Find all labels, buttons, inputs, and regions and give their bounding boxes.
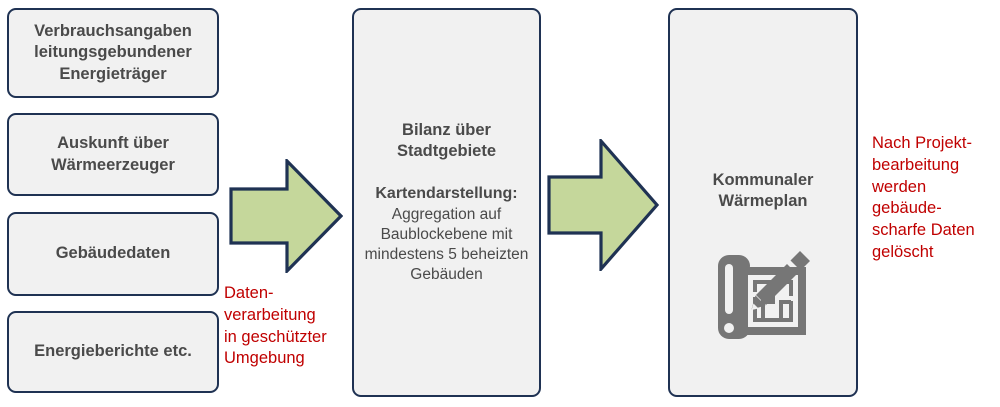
input-box-energieberichte[interactable]: Energieberichte etc. [7, 311, 219, 393]
output-box-title: Kommunaler Wärmeplan [678, 170, 848, 213]
output-title-line-1: Kommunaler [712, 171, 814, 189]
note-loeschung: Nach Projekt- bearbeitung werden gebäude… [872, 133, 975, 264]
arrow-2-shape [547, 136, 660, 274]
process-box-title: Bilanz über Stadtgebiete [361, 120, 532, 163]
note-right-line-1: Nach Projekt- [872, 134, 972, 152]
note-right-line-4: gebäude- [872, 199, 942, 218]
arrow-inputs-to-process [229, 157, 344, 278]
process-title-line-2: Stadtgebiete [396, 141, 497, 160]
arrow-process-to-output [547, 136, 660, 276]
input-box-2-line-1: Auskunft über [57, 134, 169, 153]
note-datenverarbeitung: Daten- verarbeitung in geschützter Umgeb… [224, 283, 327, 370]
note-right-line-2: bearbeitung [872, 155, 960, 174]
note-left-line-4: Umgebung [224, 349, 305, 368]
input-box-3-line-1: Gebäudedaten [55, 244, 171, 263]
note-right-line-6: gelöscht [872, 242, 934, 261]
process-box-subheading: Kartendarstellung: [375, 185, 518, 203]
arrow-1-shape [229, 157, 344, 275]
input-box-2-line-2: Wärmeerzeuger [51, 155, 175, 174]
input-box-4-line-1: Energieberichte etc. [34, 342, 192, 361]
process-body-line-3: mindestens 5 [364, 246, 457, 264]
process-box-subbody: Aggregation auf Baublockebene mit mindes… [361, 205, 532, 286]
input-box-verbrauchsangaben[interactable]: Verbrauchsangaben leitungsgebundener Ene… [7, 8, 219, 98]
input-box-1-line-2: leitungsgebundener [34, 43, 192, 62]
output-title-line-2: Wärmeplan [718, 192, 808, 211]
input-box-1-line-3: Energieträger [59, 64, 167, 83]
input-box-1-line-1: Verbrauchsangaben [34, 22, 192, 41]
note-right-line-3: werden [872, 177, 927, 196]
blueprint-roll-eyelet [724, 322, 734, 333]
note-left-line-1: Daten- [224, 284, 274, 302]
process-body-line-4: beheizten Gebäuden [410, 246, 529, 284]
pencil-icon [751, 250, 810, 310]
note-right-line-5: scharfe Daten [872, 221, 975, 240]
note-left-line-3: in geschützter [224, 327, 327, 346]
input-box-gebaeudedaten[interactable]: Gebäudedaten [7, 212, 219, 296]
process-box-bilanz[interactable]: Bilanz über Stadtgebiete Kartendarstellu… [352, 8, 541, 397]
process-title-line-1: Bilanz über [402, 120, 491, 139]
blueprint-pencil-icon [715, 247, 811, 347]
process-body-line-2: Baublockebene mit [380, 226, 513, 244]
input-box-waermeerzeuger[interactable]: Auskunft über Wärmeerzeuger [7, 113, 219, 196]
output-box-waermeplan[interactable]: Kommunaler Wärmeplan [668, 8, 858, 397]
blueprint-roll-highlight [725, 263, 733, 314]
process-body-line-1: Aggregation auf [391, 205, 502, 223]
note-left-line-2: verarbeitung [224, 305, 316, 324]
